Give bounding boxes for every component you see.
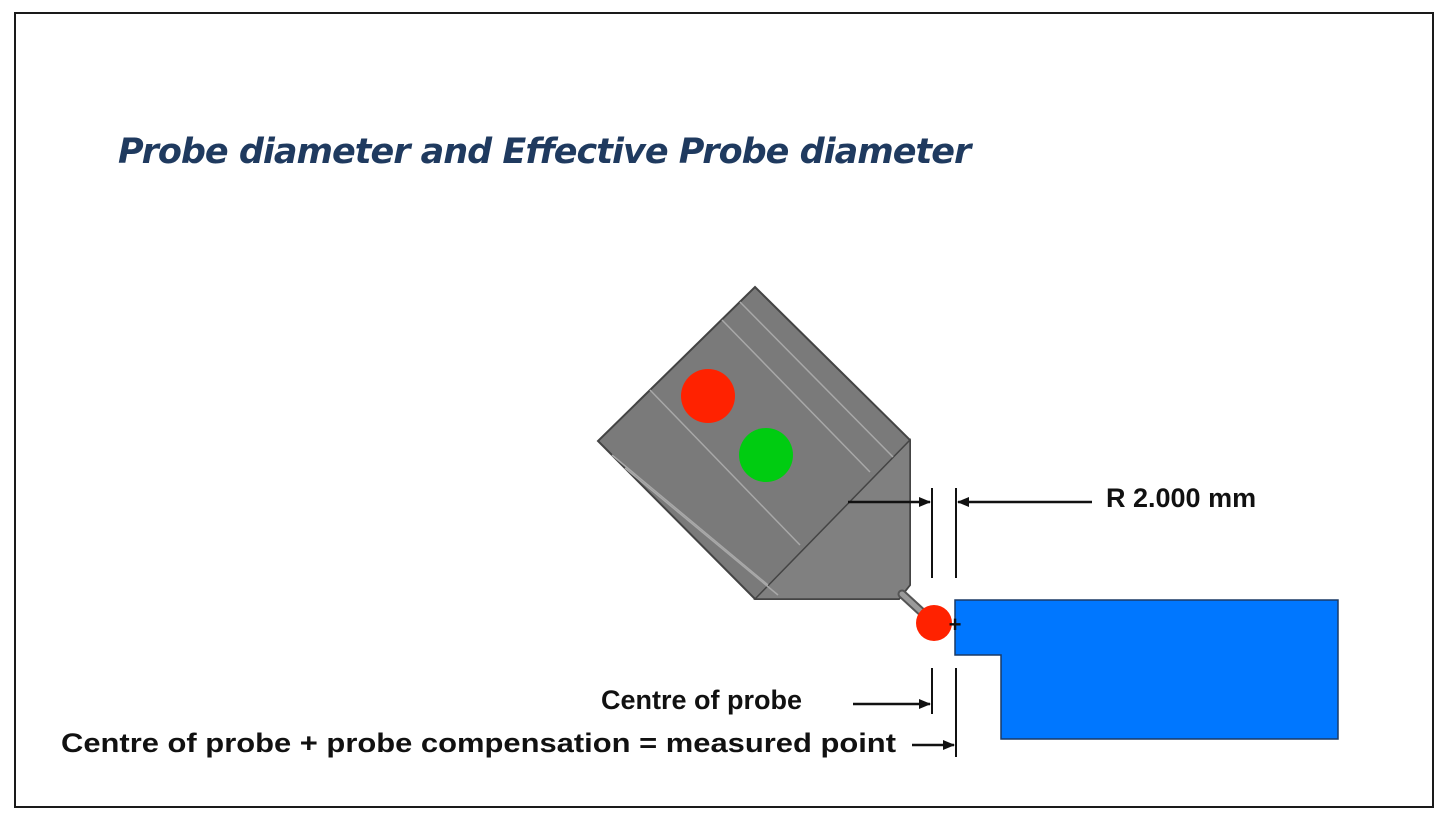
stylus-tip: [916, 605, 952, 641]
status-light-green: [739, 428, 793, 482]
radius-label: R 2.000 mm: [1106, 483, 1256, 513]
measured-point-label: Centre of probe + probe compensation = m…: [61, 728, 896, 758]
measured-point-marker: +: [949, 612, 962, 637]
centre-of-probe-label: Centre of probe: [601, 685, 802, 715]
probe-head: [596, 285, 911, 600]
workpiece: [954, 599, 1339, 740]
slide-title: Probe diameter and Effective Probe diame…: [118, 132, 971, 172]
probe-grooves: [611, 301, 894, 596]
status-light-red: [681, 369, 735, 423]
probe-lower-facet: [753, 438, 911, 600]
